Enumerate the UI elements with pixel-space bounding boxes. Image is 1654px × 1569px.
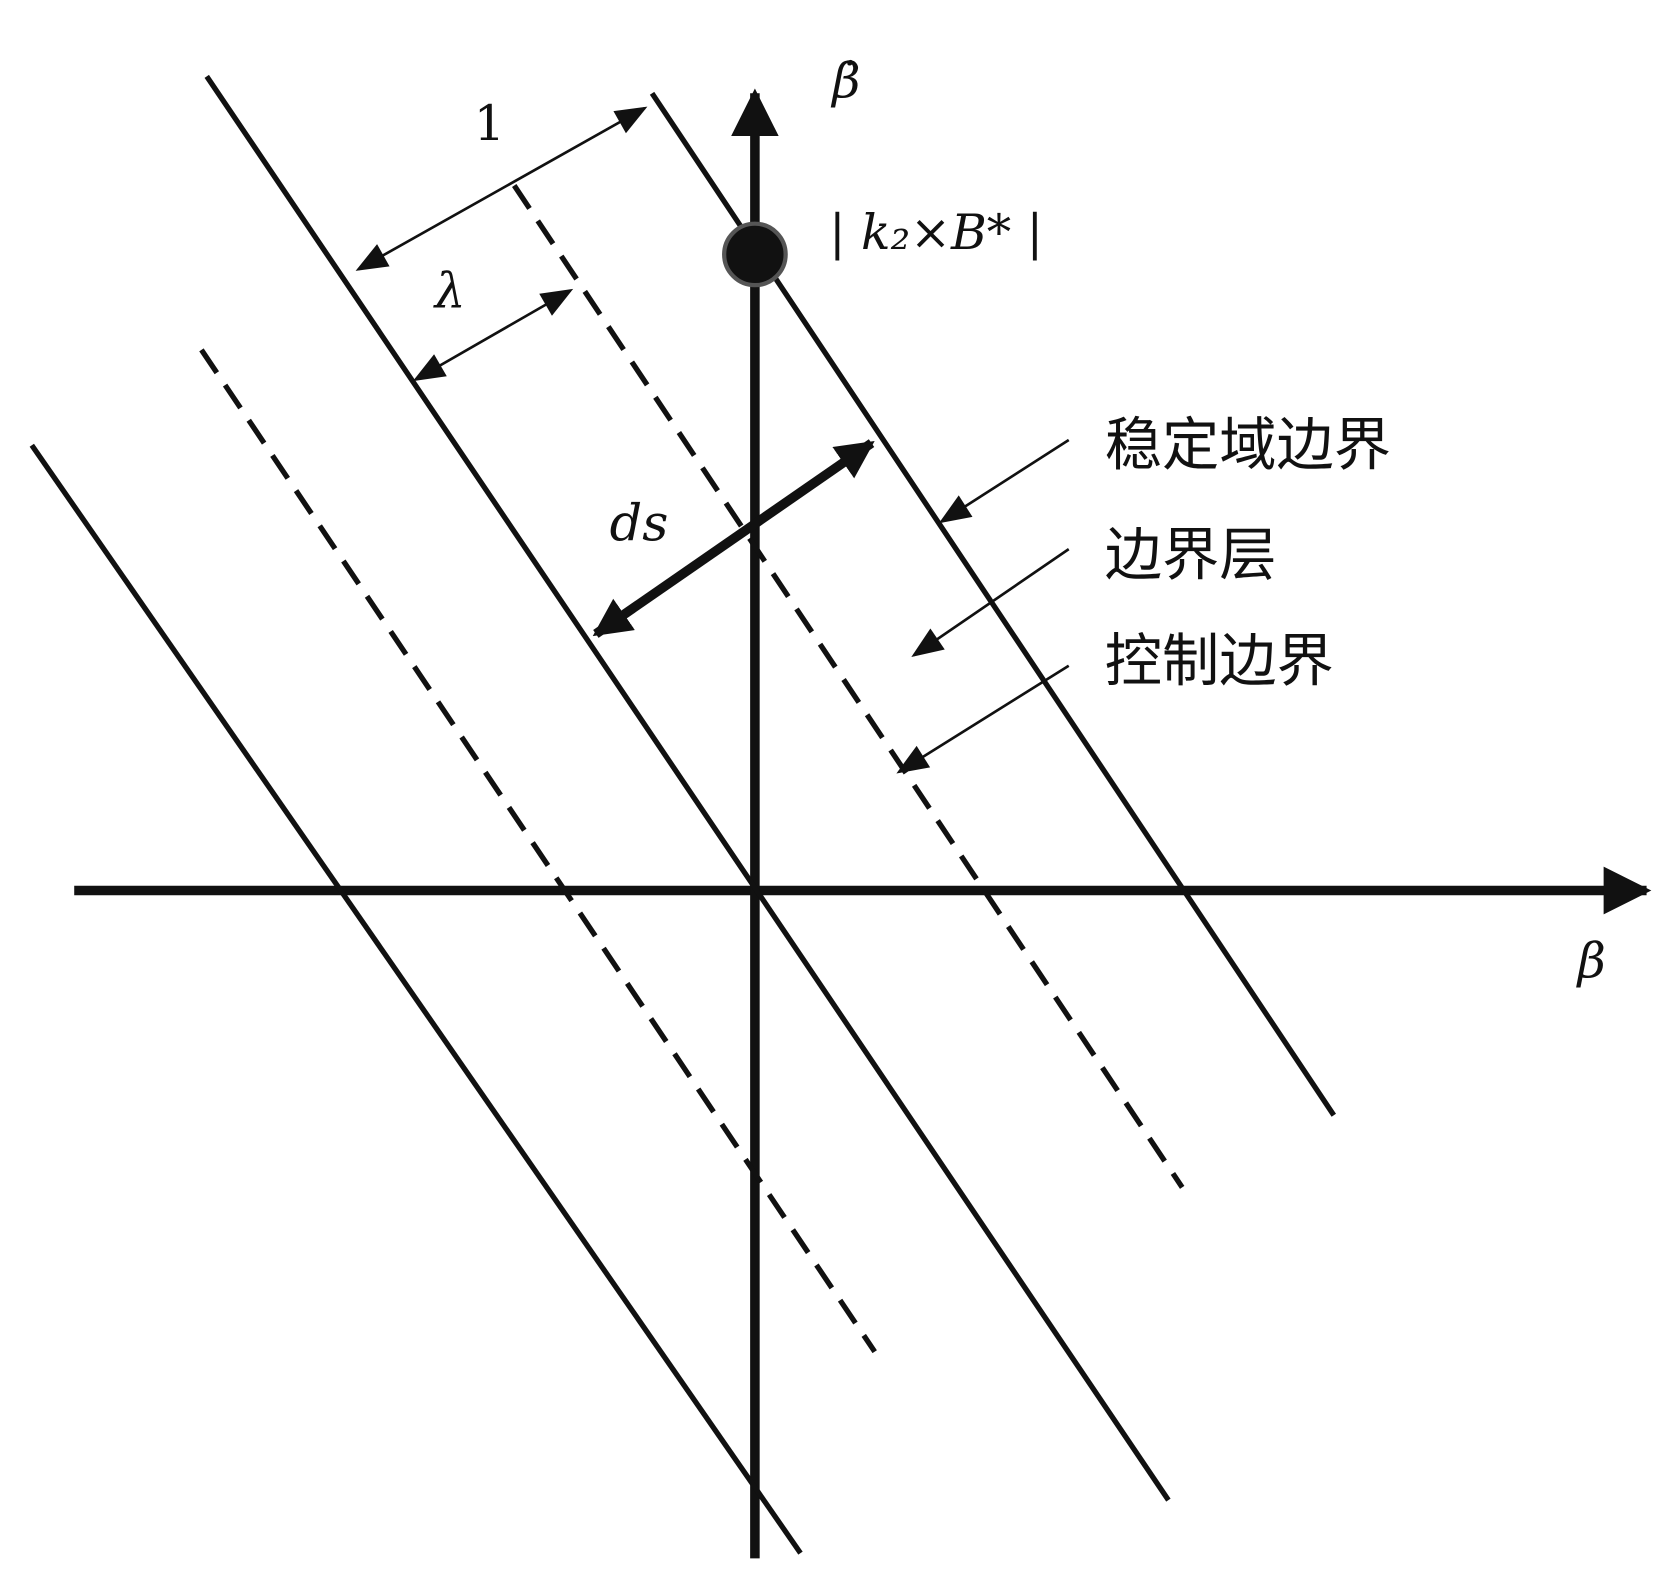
pointer-boundary-layer xyxy=(911,548,1070,657)
control-boundary-right xyxy=(512,184,1185,1189)
lambda-label: λ xyxy=(433,263,466,319)
boundary-layer-label: 边界层 xyxy=(1105,522,1277,589)
ds-label: ds xyxy=(610,494,669,553)
stability-boundary-left xyxy=(29,443,803,1555)
pointer-control-boundary xyxy=(896,664,1070,774)
sliding-surface xyxy=(204,74,1171,1502)
unit-width-label: 1 xyxy=(474,96,505,152)
stability-boundary-label: 稳定域边界 xyxy=(1105,411,1391,478)
ds-arrow xyxy=(592,439,875,638)
intercept-point xyxy=(722,221,788,288)
x-axis-label: β xyxy=(1576,933,1606,989)
lambda-arrow xyxy=(412,288,574,382)
unit-width-arrow xyxy=(355,106,648,271)
control-boundary-left xyxy=(199,348,877,1354)
pointer-stability-boundary xyxy=(938,438,1070,524)
intercept-label: | k₂×B* | xyxy=(829,205,1043,261)
control-boundary-label: 控制边界 xyxy=(1105,628,1334,695)
y-axis-label: β̇ xyxy=(830,54,860,110)
